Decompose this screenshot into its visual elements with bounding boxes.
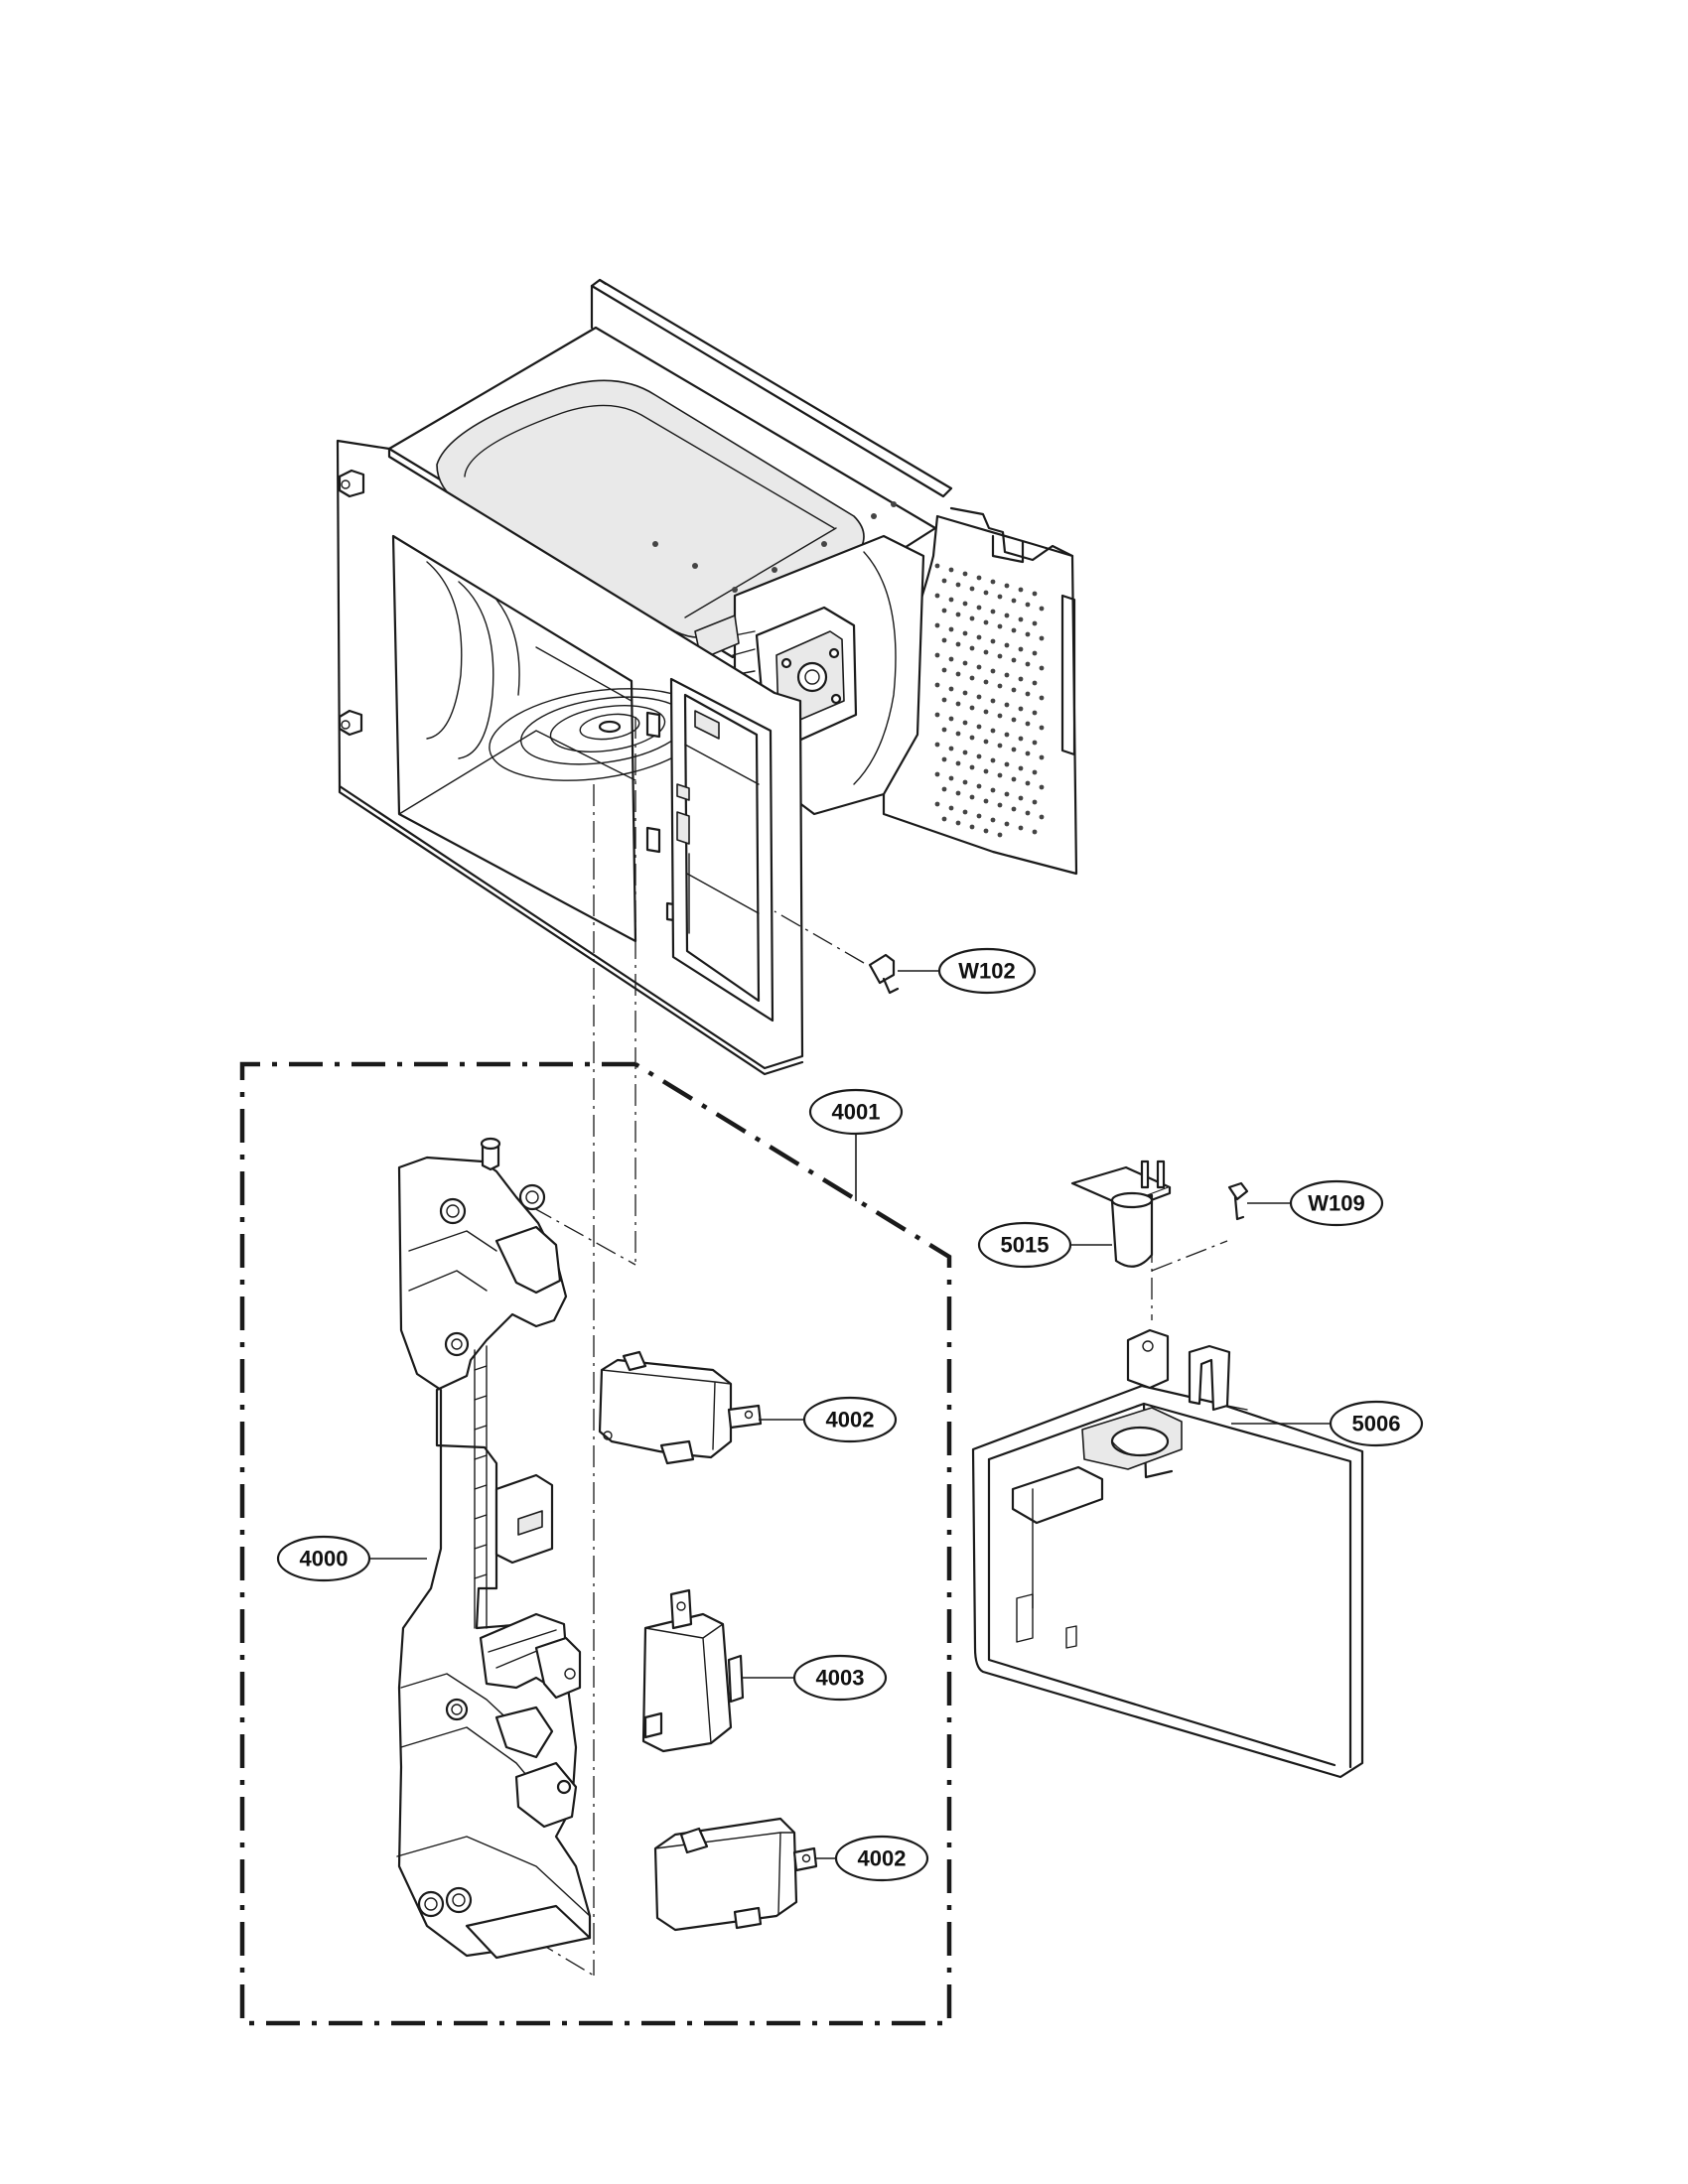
- callout-5015: 5015: [977, 1221, 1112, 1269]
- callout-4002-upper-label: 4002: [826, 1408, 875, 1433]
- latch-board-4000: [396, 1137, 592, 1960]
- callout-5015-label: 5015: [1001, 1233, 1050, 1258]
- callout-5006-label: 5006: [1352, 1412, 1401, 1436]
- callout-5006: 5006: [1231, 1400, 1424, 1447]
- callout-w109: W109: [1247, 1179, 1384, 1227]
- callout-4001: 4001: [808, 1088, 904, 1201]
- turntable-rings: [489, 688, 707, 781]
- micro-switch-4002-upper: [598, 1350, 763, 1465]
- micro-switch-4003: [641, 1588, 745, 1753]
- assembly-group-frame: [239, 1061, 952, 2026]
- micro-switch-4002-lower: [653, 1817, 818, 1932]
- callout-4003: 4003: [741, 1654, 888, 1702]
- callout-4000: 4000: [276, 1535, 427, 1582]
- callout-4003-label: 4003: [816, 1666, 865, 1691]
- callout-w102: W102: [898, 947, 1037, 995]
- callout-w109-label: W109: [1308, 1191, 1364, 1216]
- callout-4002-lower: 4002: [816, 1835, 929, 1882]
- lamp-housing-5006: [971, 1328, 1364, 1779]
- callout-4002-upper: 4002: [759, 1396, 898, 1443]
- callout-4001-label: 4001: [832, 1100, 881, 1125]
- callout-w102-label: W102: [958, 959, 1015, 984]
- screw-w102: [774, 910, 900, 995]
- lamp-5015: [1070, 1160, 1172, 1268]
- oven-cavity-assembly: [336, 278, 1078, 1076]
- callout-4002-lower-label: 4002: [858, 1846, 907, 1871]
- vent-mesh: [934, 563, 1045, 838]
- callout-4000-label: 4000: [300, 1547, 349, 1571]
- screw-w109: [1227, 1181, 1249, 1221]
